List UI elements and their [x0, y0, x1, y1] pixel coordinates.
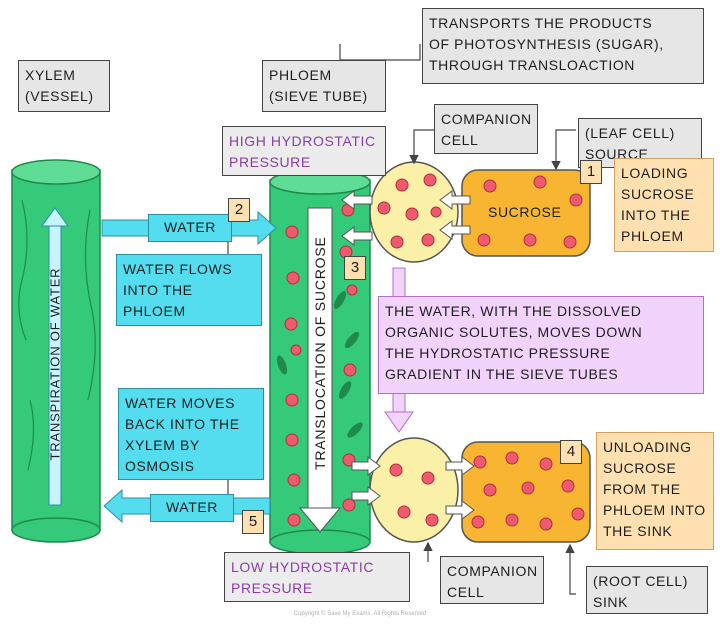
low-pressure-label: LOW HYDROSTATIC PRESSURE — [224, 552, 410, 602]
root-cell-sink — [461, 441, 591, 543]
step-number-5: 5 — [242, 510, 264, 534]
unloading-label: UNLOADING SUCROSE FROM THE PHLOEM INTO T… — [596, 432, 714, 550]
companion-cell-top-label: COMPANION CELL — [434, 104, 538, 154]
phloem-label: PHLOEM (SIEVE TUBE) — [262, 60, 386, 112]
companion-cell-top — [369, 161, 459, 263]
transports-label: TRANSPORTS THE PRODUCTS OF PHOTOSYNTHESI… — [422, 8, 704, 84]
translocation-arrow — [298, 207, 342, 533]
sucrose-label: SUCROSE — [488, 204, 562, 220]
leaf-cell-source — [461, 169, 591, 257]
water-flows-label: WATER FLOWS INTO THE PHLOEM — [116, 254, 262, 326]
step-number-1: 1 — [580, 160, 602, 184]
water-label-bottom: WATER — [150, 494, 234, 522]
step-number-3: 3 — [344, 256, 366, 280]
translocation-label: TRANSLOCATION OF SUCROSE — [312, 236, 328, 470]
transpiration-label: TRANSPIRATION OF WATER — [47, 267, 63, 461]
pressure-gradient-label: THE WATER, WITH THE DISSOLVED ORGANIC SO… — [378, 296, 704, 394]
step-number-4: 4 — [560, 440, 582, 464]
transpiration-arrow — [41, 207, 69, 506]
leader-lines — [227, 44, 576, 595]
high-pressure-label: HIGH HYDROSTATIC PRESSURE — [222, 126, 386, 176]
companion-cell-bottom-label: COMPANION CELL — [440, 556, 544, 604]
copyright-notice: Copyright © Save My Exams. All Rights Re… — [293, 611, 427, 617]
step-number-2: 2 — [228, 198, 250, 222]
companion-cell-bottom — [369, 437, 459, 543]
loading-arrows — [341, 190, 471, 246]
loading-label: LOADING SUCROSE INTO THE PHLOEM — [614, 158, 714, 252]
root-cell-sink-label: (ROOT CELL) SINK — [586, 566, 708, 614]
xylem-label: XYLEM (VESSEL) — [18, 60, 110, 112]
water-label-top: WATER — [148, 214, 232, 242]
phloem-sucrose-dots — [284, 203, 358, 527]
water-moves-back-label: WATER MOVES BACK INTO THE XYLEM BY OSMOS… — [118, 388, 264, 480]
unloading-arrows — [351, 456, 475, 520]
